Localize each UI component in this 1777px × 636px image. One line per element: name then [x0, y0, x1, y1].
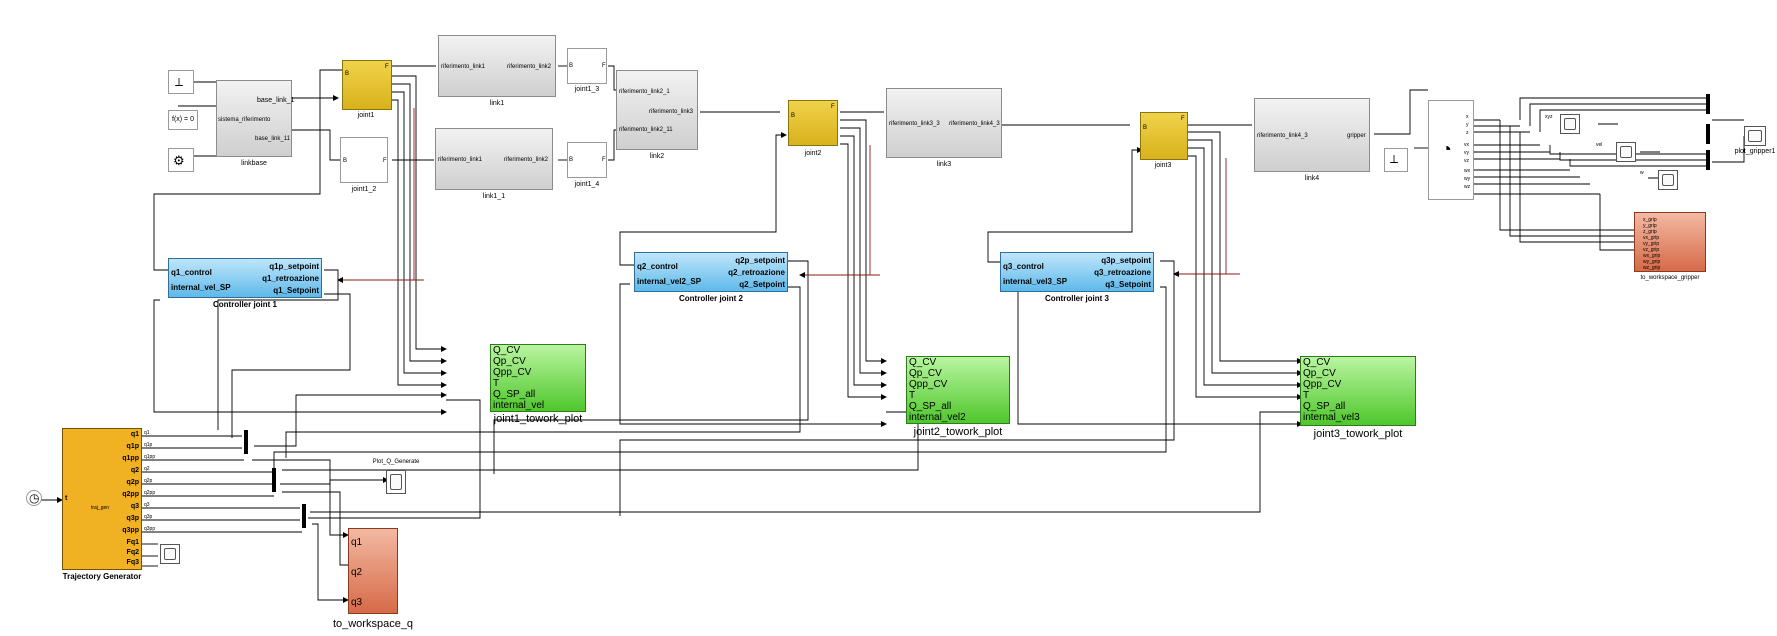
linkbase-block[interactable]: base_link_1 sistema_riferimento base_lin… [216, 80, 294, 157]
joint1-block[interactable]: B F [342, 60, 392, 110]
link1-block[interactable]: riferimento_link1 riferimento_link2 [438, 35, 556, 97]
plot-gripper1-scope[interactable] [1744, 126, 1766, 146]
clock-icon: ◷ [29, 491, 40, 505]
to-workspace-q-block[interactable]: q1 q2 q3 [348, 528, 398, 614]
world-frame-block[interactable]: ⟂ [168, 70, 194, 94]
xyz-scope[interactable] [1560, 114, 1580, 134]
axes-icon: ⟂ [175, 75, 184, 89]
transform-sensor-block[interactable]: ◔ [1428, 100, 1474, 200]
link3-block[interactable]: riferimento_link3_3 riferimento_link4_3 [886, 88, 1002, 158]
plot-q-generate-scope[interactable] [386, 470, 406, 494]
joint1-towork-plot-block[interactable]: Q_CV Qp_CV Qpp_CV T Q_SP_all internal_ve… [490, 344, 586, 412]
link4-block[interactable]: riferimento_link4_3 gripper [1254, 98, 1370, 172]
gripper-frame-block[interactable]: ⟂ [1384, 148, 1408, 172]
fx-block[interactable]: f(x) = 0 [168, 110, 198, 130]
vel-scope[interactable] [1616, 142, 1636, 162]
controller-joint2-block[interactable]: q2_control internal_vel2_SP q2p_setpoint… [634, 252, 788, 292]
axes-icon: ⟂ [1390, 152, 1399, 166]
sensor-gauge-icon: ◔ [1441, 139, 1452, 159]
joint1-2-block[interactable]: B F [340, 137, 388, 183]
solver-config-block[interactable]: ⚙ [168, 148, 194, 172]
gear-icon: ⚙ [173, 153, 185, 168]
trajectory-generator-block[interactable]: t traj_gen q1 q1p q1pp q2 q2p q2pp q3 q3… [62, 428, 142, 570]
joint1-4-block[interactable]: B F [567, 142, 607, 178]
to-workspace-gripper-block[interactable]: x_grip y_grip z_grip vx_grip vy_grip vz_… [1634, 212, 1706, 272]
joint3-block[interactable]: B F [1140, 112, 1188, 160]
link1-1-block[interactable]: riferimento_link1 riferimento_link2 [435, 128, 553, 190]
w-scope[interactable] [1658, 170, 1678, 190]
controller-joint1-block[interactable]: q1_control internal_vel_SP q1p_setpoint … [168, 258, 322, 298]
joint3-towork-plot-block[interactable]: Q_CV Qp_CV Qpp_CV T Q_SP_all internal_ve… [1300, 356, 1416, 426]
joint2-towork-plot-block[interactable]: Q_CV Qp_CV Qpp_CV T Q_SP_all internal_ve… [906, 356, 1010, 424]
clock-block[interactable]: ◷ [26, 490, 42, 506]
controller-joint3-block[interactable]: q3_control internal_vel3_SP q3p_setpoint… [1000, 252, 1154, 292]
force-scope[interactable] [160, 544, 180, 564]
link2-block[interactable]: riferimento_link2_1 riferimento_link3 ri… [616, 70, 698, 150]
joint1-3-block[interactable]: B F [567, 48, 607, 84]
joint2-block[interactable]: B F [788, 100, 838, 146]
